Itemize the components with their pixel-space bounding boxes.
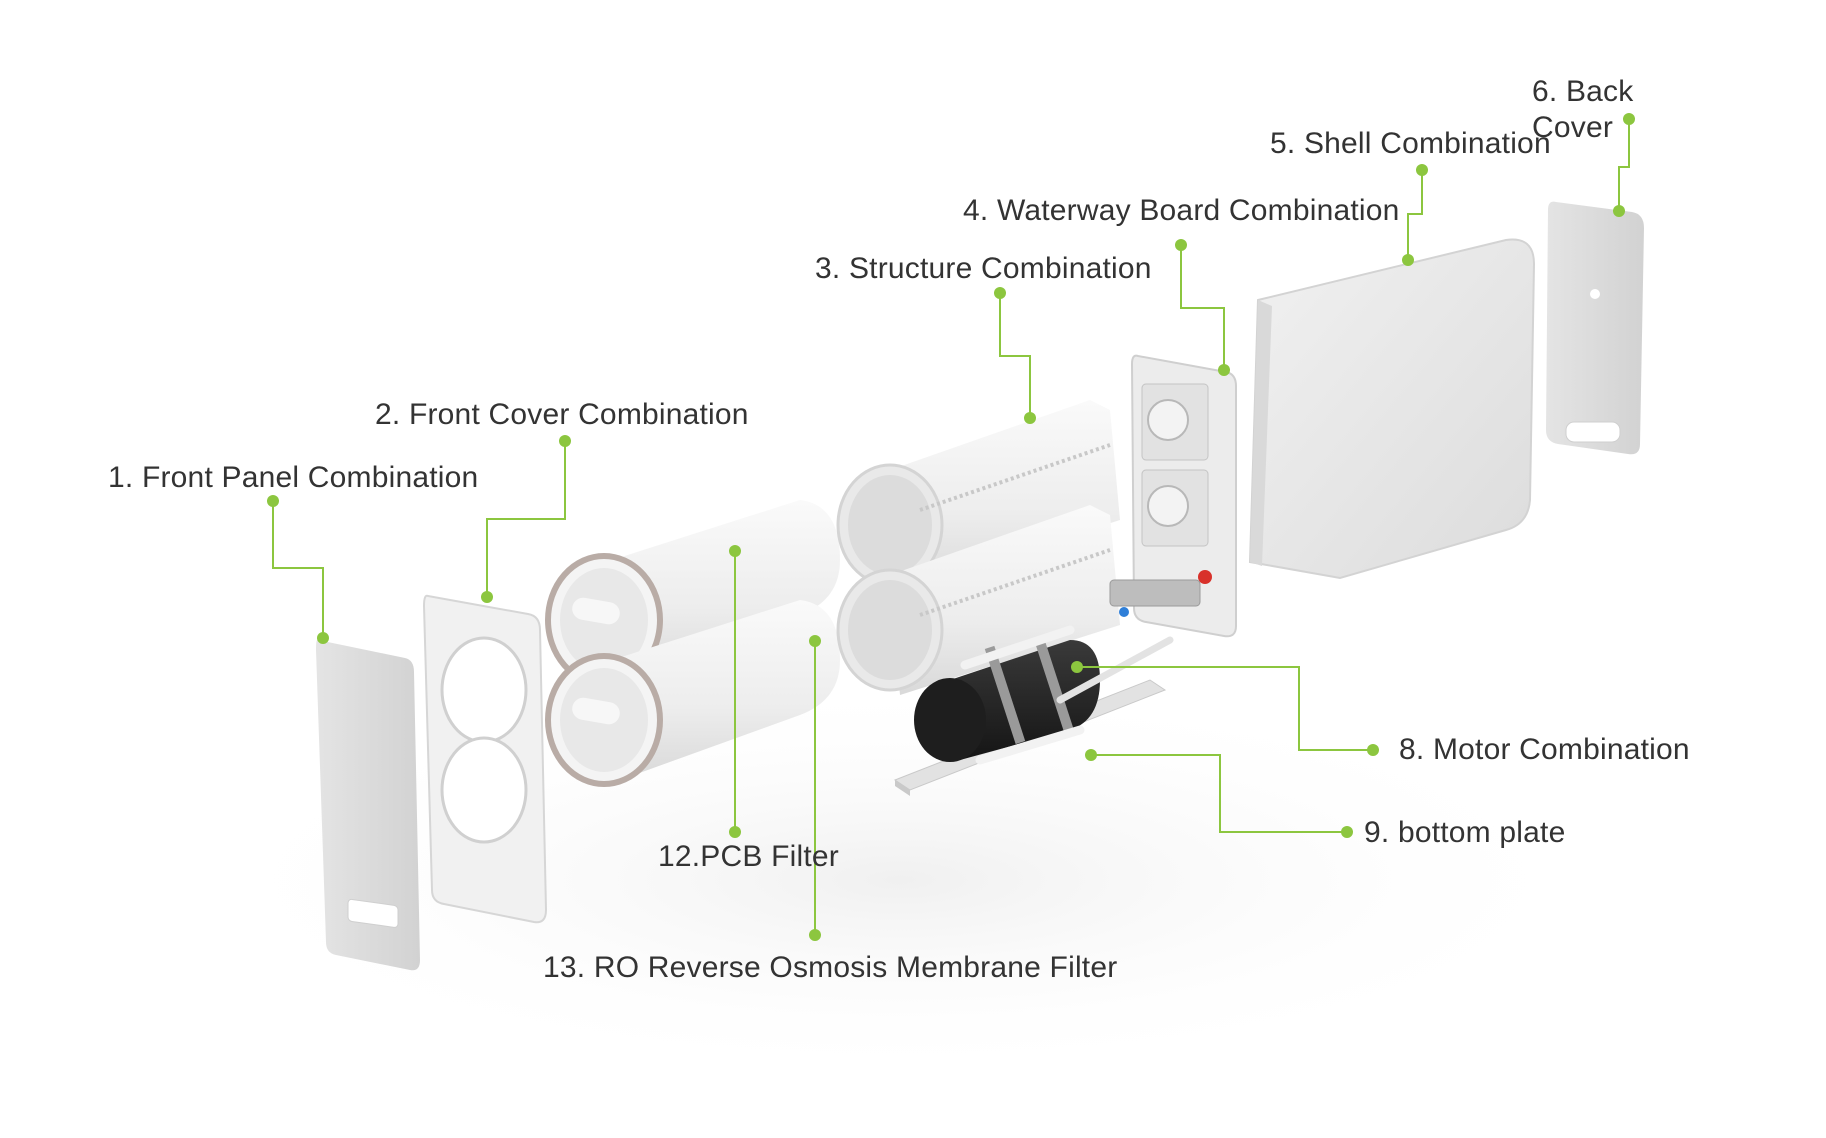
back-cover-part xyxy=(1546,201,1644,455)
label-pcb-filter: 12.PCB Filter xyxy=(658,840,839,873)
leader-dot-8-label xyxy=(1367,744,1379,756)
shell-part xyxy=(1248,238,1536,580)
label-motor: 8. Motor Combination xyxy=(1399,733,1690,766)
label-shell: 5. Shell Combination xyxy=(1270,127,1551,160)
leader-dot-8-part xyxy=(1071,661,1083,673)
structure-part xyxy=(836,400,1120,695)
leader-line-4 xyxy=(1180,245,1225,370)
leader-line-5 xyxy=(1407,170,1423,260)
label-bottom-plate: 9. bottom plate xyxy=(1364,816,1566,849)
label-waterway-board: 4. Waterway Board Combination xyxy=(963,194,1400,227)
waterway-board-part xyxy=(1109,354,1237,638)
motor-part xyxy=(914,625,1174,765)
label-front-cover: 2. Front Cover Combination xyxy=(375,398,749,431)
leader-dot-12-label xyxy=(729,826,741,838)
leader-dot-6-part xyxy=(1613,205,1625,217)
leader-dot-5-label xyxy=(1416,164,1428,176)
label-front-panel: 1. Front Panel Combination xyxy=(108,461,479,494)
leader-dot-12-part xyxy=(729,545,741,557)
leader-dot-4-label xyxy=(1175,239,1187,251)
leader-dot-4-part xyxy=(1218,364,1230,376)
leader-line-1 xyxy=(272,501,324,638)
leader-dot-13-label xyxy=(809,929,821,941)
label-structure: 3. Structure Combination xyxy=(815,252,1152,285)
ro-membrane-part xyxy=(545,600,840,787)
pcb-filter-part xyxy=(545,500,840,687)
leader-dot-1-part xyxy=(317,632,329,644)
leader-dot-9-label xyxy=(1341,826,1353,838)
leader-dots xyxy=(267,113,1635,941)
label-back-cover: 6. Back Cover xyxy=(1532,75,1634,144)
leader-line-6 xyxy=(1618,119,1630,211)
leader-lines xyxy=(272,119,1630,935)
front-cover-part xyxy=(422,594,548,924)
leader-line-8 xyxy=(1077,666,1373,751)
leader-dot-1-label xyxy=(267,495,279,507)
leader-dot-6-label xyxy=(1623,113,1635,125)
leader-line-2 xyxy=(486,441,566,597)
label-ro-membrane: 13. RO Reverse Osmosis Membrane Filter xyxy=(543,951,1118,984)
leader-line-9 xyxy=(1091,754,1347,833)
leader-dot-3-label xyxy=(994,287,1006,299)
leader-dot-13-part xyxy=(809,635,821,647)
leader-dot-2-label xyxy=(559,435,571,447)
leader-line-3 xyxy=(999,293,1031,418)
leader-dot-5-part xyxy=(1402,254,1414,266)
leader-dot-2-part xyxy=(481,591,493,603)
leader-dot-9-part xyxy=(1085,749,1097,761)
front-panel-part xyxy=(316,639,420,971)
leader-dot-3-part xyxy=(1024,412,1036,424)
